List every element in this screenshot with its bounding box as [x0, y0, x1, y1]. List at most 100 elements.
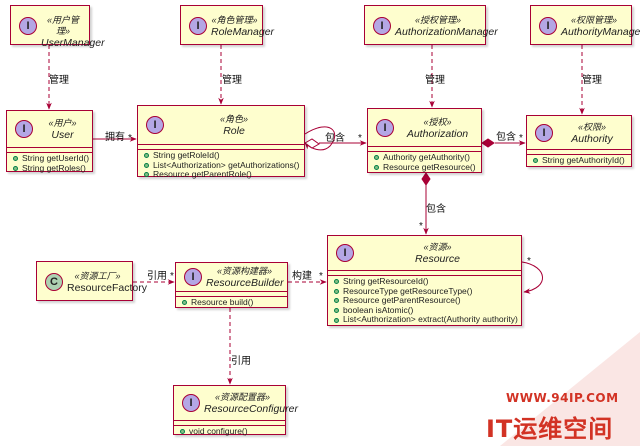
class-name: Authorization	[406, 128, 469, 140]
class-authorizationmanager[interactable]: I «授权管理»AuthorizationManager	[364, 5, 498, 45]
method-row: String getResourceId()	[334, 276, 519, 287]
method-text: String getAuthorityId()	[542, 155, 625, 165]
class-separator	[527, 154, 631, 155]
label-references-configurer: 引用	[231, 356, 251, 367]
interface-circle-icon: I	[535, 124, 553, 142]
method-text: String getUserId()	[22, 153, 90, 163]
interface-circle-icon: I	[189, 17, 207, 35]
class-stereotype: «资源»	[423, 242, 452, 252]
method-list: void configure()	[180, 426, 283, 437]
interface-circle-icon: I	[373, 17, 391, 35]
mult-authority: *	[519, 133, 523, 144]
class-name: AuthorityManager	[561, 26, 640, 38]
class-stereotype: «资源配置器»	[214, 392, 270, 402]
label-manage-authority: 管理	[582, 75, 602, 86]
label-contains-authority: 包含	[496, 132, 516, 143]
class-rolemanager[interactable]: I«角色管理»RoleManager	[180, 5, 275, 45]
class-separator	[368, 151, 481, 152]
class-stereotype: «授权管理»	[414, 15, 461, 25]
edge-resource-self	[521, 261, 543, 294]
method-text: Authority getAuthority()	[383, 152, 470, 162]
class-separator	[368, 146, 481, 147]
public-method-icon	[374, 155, 379, 161]
method-row: boolean isAtomic()	[334, 305, 519, 316]
public-method-icon	[182, 300, 187, 306]
label-owns: 拥有	[105, 132, 125, 143]
public-method-icon	[144, 153, 149, 159]
method-text: Resource getParentRole()	[153, 169, 252, 180]
method-text: List<Authorization> extract(Authority au…	[343, 314, 518, 325]
class-separator	[7, 152, 92, 153]
class-separator	[138, 144, 304, 145]
method-text: ResourceType getResourceType()	[343, 285, 473, 296]
method-list: String getUserId()String getRoles()	[13, 153, 90, 173]
class-circle-icon: C	[45, 273, 63, 291]
class-separator	[527, 149, 631, 150]
class-stereotype: «资源构建器»	[216, 266, 272, 276]
public-method-icon	[533, 158, 538, 164]
interface-circle-icon: I	[184, 268, 202, 286]
class-stereotype: «权限管理»	[570, 15, 617, 25]
method-list: String getResourceId()ResourceType getRe…	[334, 276, 519, 325]
class-stereotype: «用户管理»	[46, 15, 79, 36]
class-name: RoleManager	[211, 26, 275, 38]
watermark-brand: IT运维空间	[486, 415, 614, 443]
interface-circle-icon: I	[19, 17, 37, 35]
public-method-icon	[13, 165, 18, 171]
class-name: AuthorizationManager	[395, 26, 498, 38]
mult-role-from-user: *	[128, 133, 132, 144]
method-row: ResourceType getResourceType()	[334, 285, 519, 297]
class-name: Resource	[415, 253, 460, 265]
public-method-icon	[374, 164, 379, 170]
label-references-builder: 引用	[147, 271, 167, 282]
interface-circle-icon: I	[182, 394, 200, 412]
mult-authorization-from-role: *	[358, 133, 362, 144]
class-separator	[138, 149, 304, 150]
method-text: Resource getParentResource()	[343, 295, 461, 306]
class-name: Authority	[571, 133, 613, 145]
method-row: Resource build()	[182, 297, 285, 308]
class-separator	[176, 291, 287, 292]
interface-circle-icon: I	[15, 120, 33, 138]
label-manage-user: 管理	[49, 75, 69, 86]
interface-circle-icon: I	[376, 119, 394, 137]
public-method-icon	[334, 308, 339, 314]
label-manage-authorization: 管理	[425, 75, 445, 86]
method-row: List<Authorization> extract(Authority au…	[334, 315, 519, 325]
mult-builder: *	[170, 271, 174, 282]
method-list: String getRoleId()List<Authorization> ge…	[144, 150, 302, 180]
class-stereotype: «权限»	[577, 122, 606, 132]
method-row: String getUserId()	[13, 153, 90, 164]
method-row: List<Authorization> getAuthorizations()	[144, 160, 302, 171]
method-row: Resource getParentResource()	[334, 296, 519, 306]
class-authoritymanager[interactable]: I«权限管理»AuthorityManager	[530, 5, 640, 45]
class-separator	[328, 270, 521, 271]
edge-authorization-resource-diamond	[421, 172, 431, 186]
method-list: Authority getAuthority()Resource getReso…	[374, 152, 479, 172]
mult-resource-self: *	[527, 256, 531, 267]
method-row: void configure()	[180, 426, 283, 437]
public-method-icon	[334, 298, 339, 304]
class-separator	[7, 147, 92, 148]
public-method-icon	[144, 162, 149, 168]
class-usermanager[interactable]: I«用户管理»UserManager	[10, 5, 105, 49]
method-row: String getAuthorityId()	[533, 155, 629, 166]
method-list: Resource build()	[182, 297, 285, 308]
method-list: String getAuthorityId()	[533, 155, 629, 166]
public-method-icon	[180, 429, 185, 435]
class-name: ResourceFactory	[67, 282, 147, 294]
mult-resource-from-authorization: *	[419, 221, 423, 232]
class-separator	[176, 296, 287, 297]
class-name: User	[51, 129, 74, 141]
class-resourcefactory[interactable]: C«资源工厂»ResourceFactory	[36, 261, 147, 301]
public-method-icon	[334, 279, 339, 285]
